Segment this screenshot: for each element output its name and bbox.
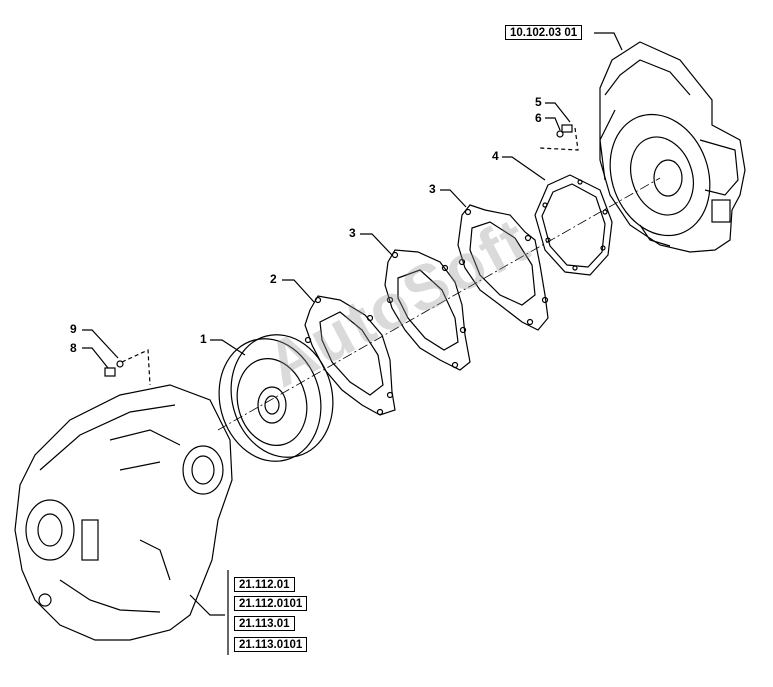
part-3-plate-right [440, 189, 549, 331]
callout-3-left: 3 [349, 226, 356, 240]
part-2-plate [282, 279, 396, 416]
transmission-ref-label-4[interactable]: 21.113.0101 [234, 637, 308, 652]
callout-9: 9 [70, 322, 77, 336]
transmission-ref-label-1[interactable]: 21.112.01 [234, 577, 295, 592]
transmission-housing [14, 384, 233, 641]
transmission-ref-bracket [189, 570, 229, 655]
part-3-plate-left [360, 233, 471, 371]
engine-ref-leader [594, 32, 623, 51]
engine-flywheel-housing [599, 41, 746, 253]
callout-2: 2 [270, 272, 277, 286]
callout-6: 6 [535, 111, 542, 125]
transmission-ref-label-3[interactable]: 21.113.01 [234, 616, 295, 631]
callout-5: 5 [535, 95, 542, 109]
callout-3-right: 3 [429, 182, 436, 196]
bolt-washer-upper [539, 102, 579, 151]
callout-8: 8 [70, 341, 77, 355]
callout-4: 4 [492, 149, 499, 163]
transmission-ref-label-2[interactable]: 21.112.0101 [234, 596, 308, 611]
part-1-torque-converter [210, 334, 334, 462]
engine-ref-label[interactable]: 10.102.03 01 [505, 25, 583, 40]
center-axis [217, 177, 661, 431]
callout-1: 1 [200, 332, 207, 346]
part-4-plate [502, 156, 613, 276]
bolt-washer-lower [82, 329, 151, 386]
